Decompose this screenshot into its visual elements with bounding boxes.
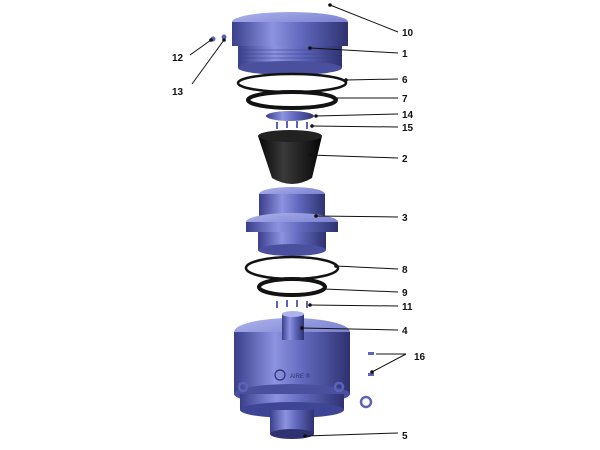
o-ring-lower-part: [244, 255, 340, 281]
callout-leader-line: [191, 39, 225, 85]
upper-screws-part: [276, 121, 308, 129]
callout-label: 2: [402, 154, 408, 165]
callout-16: 16: [370, 352, 426, 374]
callout-dot: [209, 38, 213, 42]
cap-part: [232, 12, 348, 75]
o-ring-upper-part: [236, 72, 348, 94]
callout-dot: [222, 38, 226, 42]
callout-dot: [328, 3, 332, 7]
callout-leader-line: [301, 327, 399, 331]
callout-leader-line: [304, 432, 399, 437]
callout-12: 12: [172, 38, 213, 64]
callout-dot: [314, 114, 318, 118]
callout-leader-line: [189, 39, 212, 56]
callout-8: 8: [334, 264, 408, 276]
callout-10: 10: [328, 3, 414, 39]
callout-dot: [308, 303, 312, 307]
callout-label: 8: [402, 265, 408, 276]
callout-1: 1: [308, 46, 408, 60]
callout-label: 11: [402, 302, 413, 313]
callout-leader-line: [323, 288, 399, 293]
shackle-part: [359, 395, 373, 409]
callout-label: 14: [402, 110, 414, 121]
callout-dot: [334, 264, 338, 268]
callout-4: 4: [300, 326, 408, 337]
callout-dot: [344, 78, 348, 82]
housing-body-part: AIRE ®: [234, 311, 350, 439]
rubber-packer-part: [258, 130, 322, 184]
seal-ring-upper-part: [246, 90, 338, 110]
callouts-layer: 10 1 12 13 6 7 14 15 2 3 8 9 11 4 16 5: [172, 3, 426, 442]
lower-screws-part: [276, 300, 308, 308]
callout-7: 7: [332, 94, 408, 105]
callout-dot: [300, 326, 304, 330]
callout-dot: [314, 214, 318, 218]
callout-label: 5: [402, 431, 408, 442]
callout-6: 6: [344, 75, 408, 86]
callout-14: 14: [314, 110, 414, 121]
callout-leader-line: [309, 154, 399, 159]
callout-leader-line: [315, 215, 399, 218]
callout-leader-line: [315, 113, 399, 117]
callout-leader-line: [309, 47, 399, 54]
packer-insert-part: [246, 187, 338, 256]
callout-dot: [308, 153, 312, 157]
callout-label: 13: [172, 87, 184, 98]
callout-leader-line: [329, 4, 399, 33]
callout-dot: [370, 370, 374, 374]
callout-label: 15: [402, 123, 414, 134]
callout-2: 2: [308, 153, 408, 165]
small-pin-part: [221, 34, 227, 40]
callout-3: 3: [314, 213, 408, 224]
callout-leader-line: [371, 353, 407, 373]
callout-leader-line: [311, 125, 399, 128]
callout-dot: [303, 434, 307, 438]
callout-15: 15: [310, 123, 414, 134]
callout-label: 10: [402, 28, 414, 39]
callout-label: 9: [402, 288, 408, 299]
callout-label: 4: [402, 326, 408, 337]
callout-label: 16: [414, 352, 426, 363]
callout-label: 3: [402, 213, 408, 224]
retainer-disc-part: [266, 111, 314, 121]
callout-label: 1: [402, 49, 408, 60]
callout-label: 7: [402, 94, 408, 105]
callout-dot: [322, 287, 326, 291]
callout-leader-line: [309, 304, 399, 307]
callout-leader-line: [335, 265, 399, 270]
side-bolts-part: [368, 352, 374, 376]
callout-dot: [308, 46, 312, 50]
callout-11: 11: [308, 302, 413, 313]
callout-dot: [332, 96, 336, 100]
seal-ring-lower-part: [257, 277, 327, 297]
callout-label: 6: [402, 75, 408, 86]
callout-label: 12: [172, 53, 184, 64]
callout-9: 9: [322, 287, 408, 299]
callout-13: 13: [172, 38, 226, 98]
body-marking: AIRE ®: [290, 373, 311, 380]
callout-5: 5: [303, 431, 408, 442]
callout-leader-line: [345, 78, 399, 81]
callout-dot: [310, 124, 314, 128]
